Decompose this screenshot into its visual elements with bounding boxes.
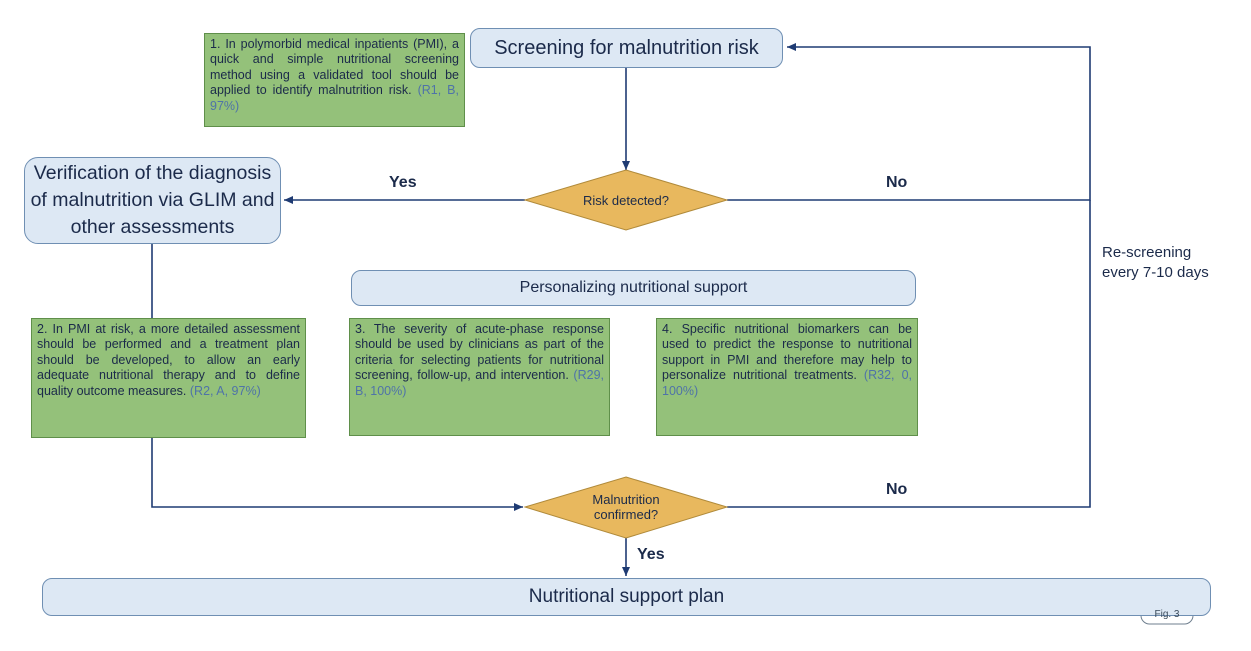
- arrow-rec2-to-confirmed: [151, 438, 523, 511]
- risk-detected-diamond: [523, 169, 729, 231]
- edge-label-yes-risk: Yes: [389, 174, 417, 191]
- fig-label: Fig. 3: [1154, 609, 1180, 620]
- recommendation-2-ref: (R2, A, 97%): [189, 383, 261, 398]
- arrow-risk-no-loop: [727, 43, 1091, 201]
- malnutrition-confirmed-diamond: [523, 476, 729, 539]
- recommendation-1-ref: (R1, B, 97%): [210, 83, 459, 113]
- screening-label: Screening for malnutrition risk: [494, 36, 759, 59]
- personalizing-label: Personalizing nutritional support: [519, 279, 748, 296]
- recommendation-2: 2. In PMI at risk, a more detailed asses…: [31, 318, 306, 438]
- recommendation-4: 4. Specific nutritional biomarkers can b…: [656, 318, 918, 436]
- screening-box: Screening for malnutrition risk: [470, 28, 783, 68]
- recommendation-1: 1. In polymorbid medical inpatients (PMI…: [204, 33, 465, 127]
- recommendation-4-text: 4. Specific nutritional biomarkers can b…: [662, 322, 912, 383]
- recommendation-4-ref: (R32, 0, 100%): [662, 368, 912, 398]
- verification-box: Verification of the diagnosis of malnutr…: [24, 157, 281, 244]
- support-plan-label: Nutritional support plan: [528, 586, 725, 607]
- verification-label: Verification of the diagnosis of malnutr…: [30, 162, 275, 238]
- recommendation-2-text: 2. In PMI at risk, a more detailed asses…: [37, 322, 300, 398]
- recommendation-3: 3. The severity of acute-phase response …: [349, 318, 610, 436]
- risk-detected-label: Risk detected?: [583, 192, 669, 208]
- edge-label-yes-confirmed: Yes: [637, 546, 665, 563]
- recommendation-3-text: 3. The severity of acute-phase response …: [355, 322, 604, 383]
- rescreening-label: Re-screening every 7-10 days: [1102, 244, 1209, 281]
- malnutrition-confirmed-label: Malnutrition confirmed?: [592, 492, 660, 522]
- arrow-confirmed-no-loop: [727, 200, 1091, 508]
- support-plan-box: Nutritional support plan: [42, 578, 1211, 616]
- personalizing-banner: Personalizing nutritional support: [351, 270, 916, 306]
- recommendation-1-text: 1. In polymorbid medical inpatients (PMI…: [210, 37, 459, 98]
- edge-label-no-risk: No: [886, 174, 908, 191]
- edge-label-no-confirmed: No: [886, 481, 908, 498]
- recommendation-3-ref: (R29, B, 100%): [355, 368, 604, 398]
